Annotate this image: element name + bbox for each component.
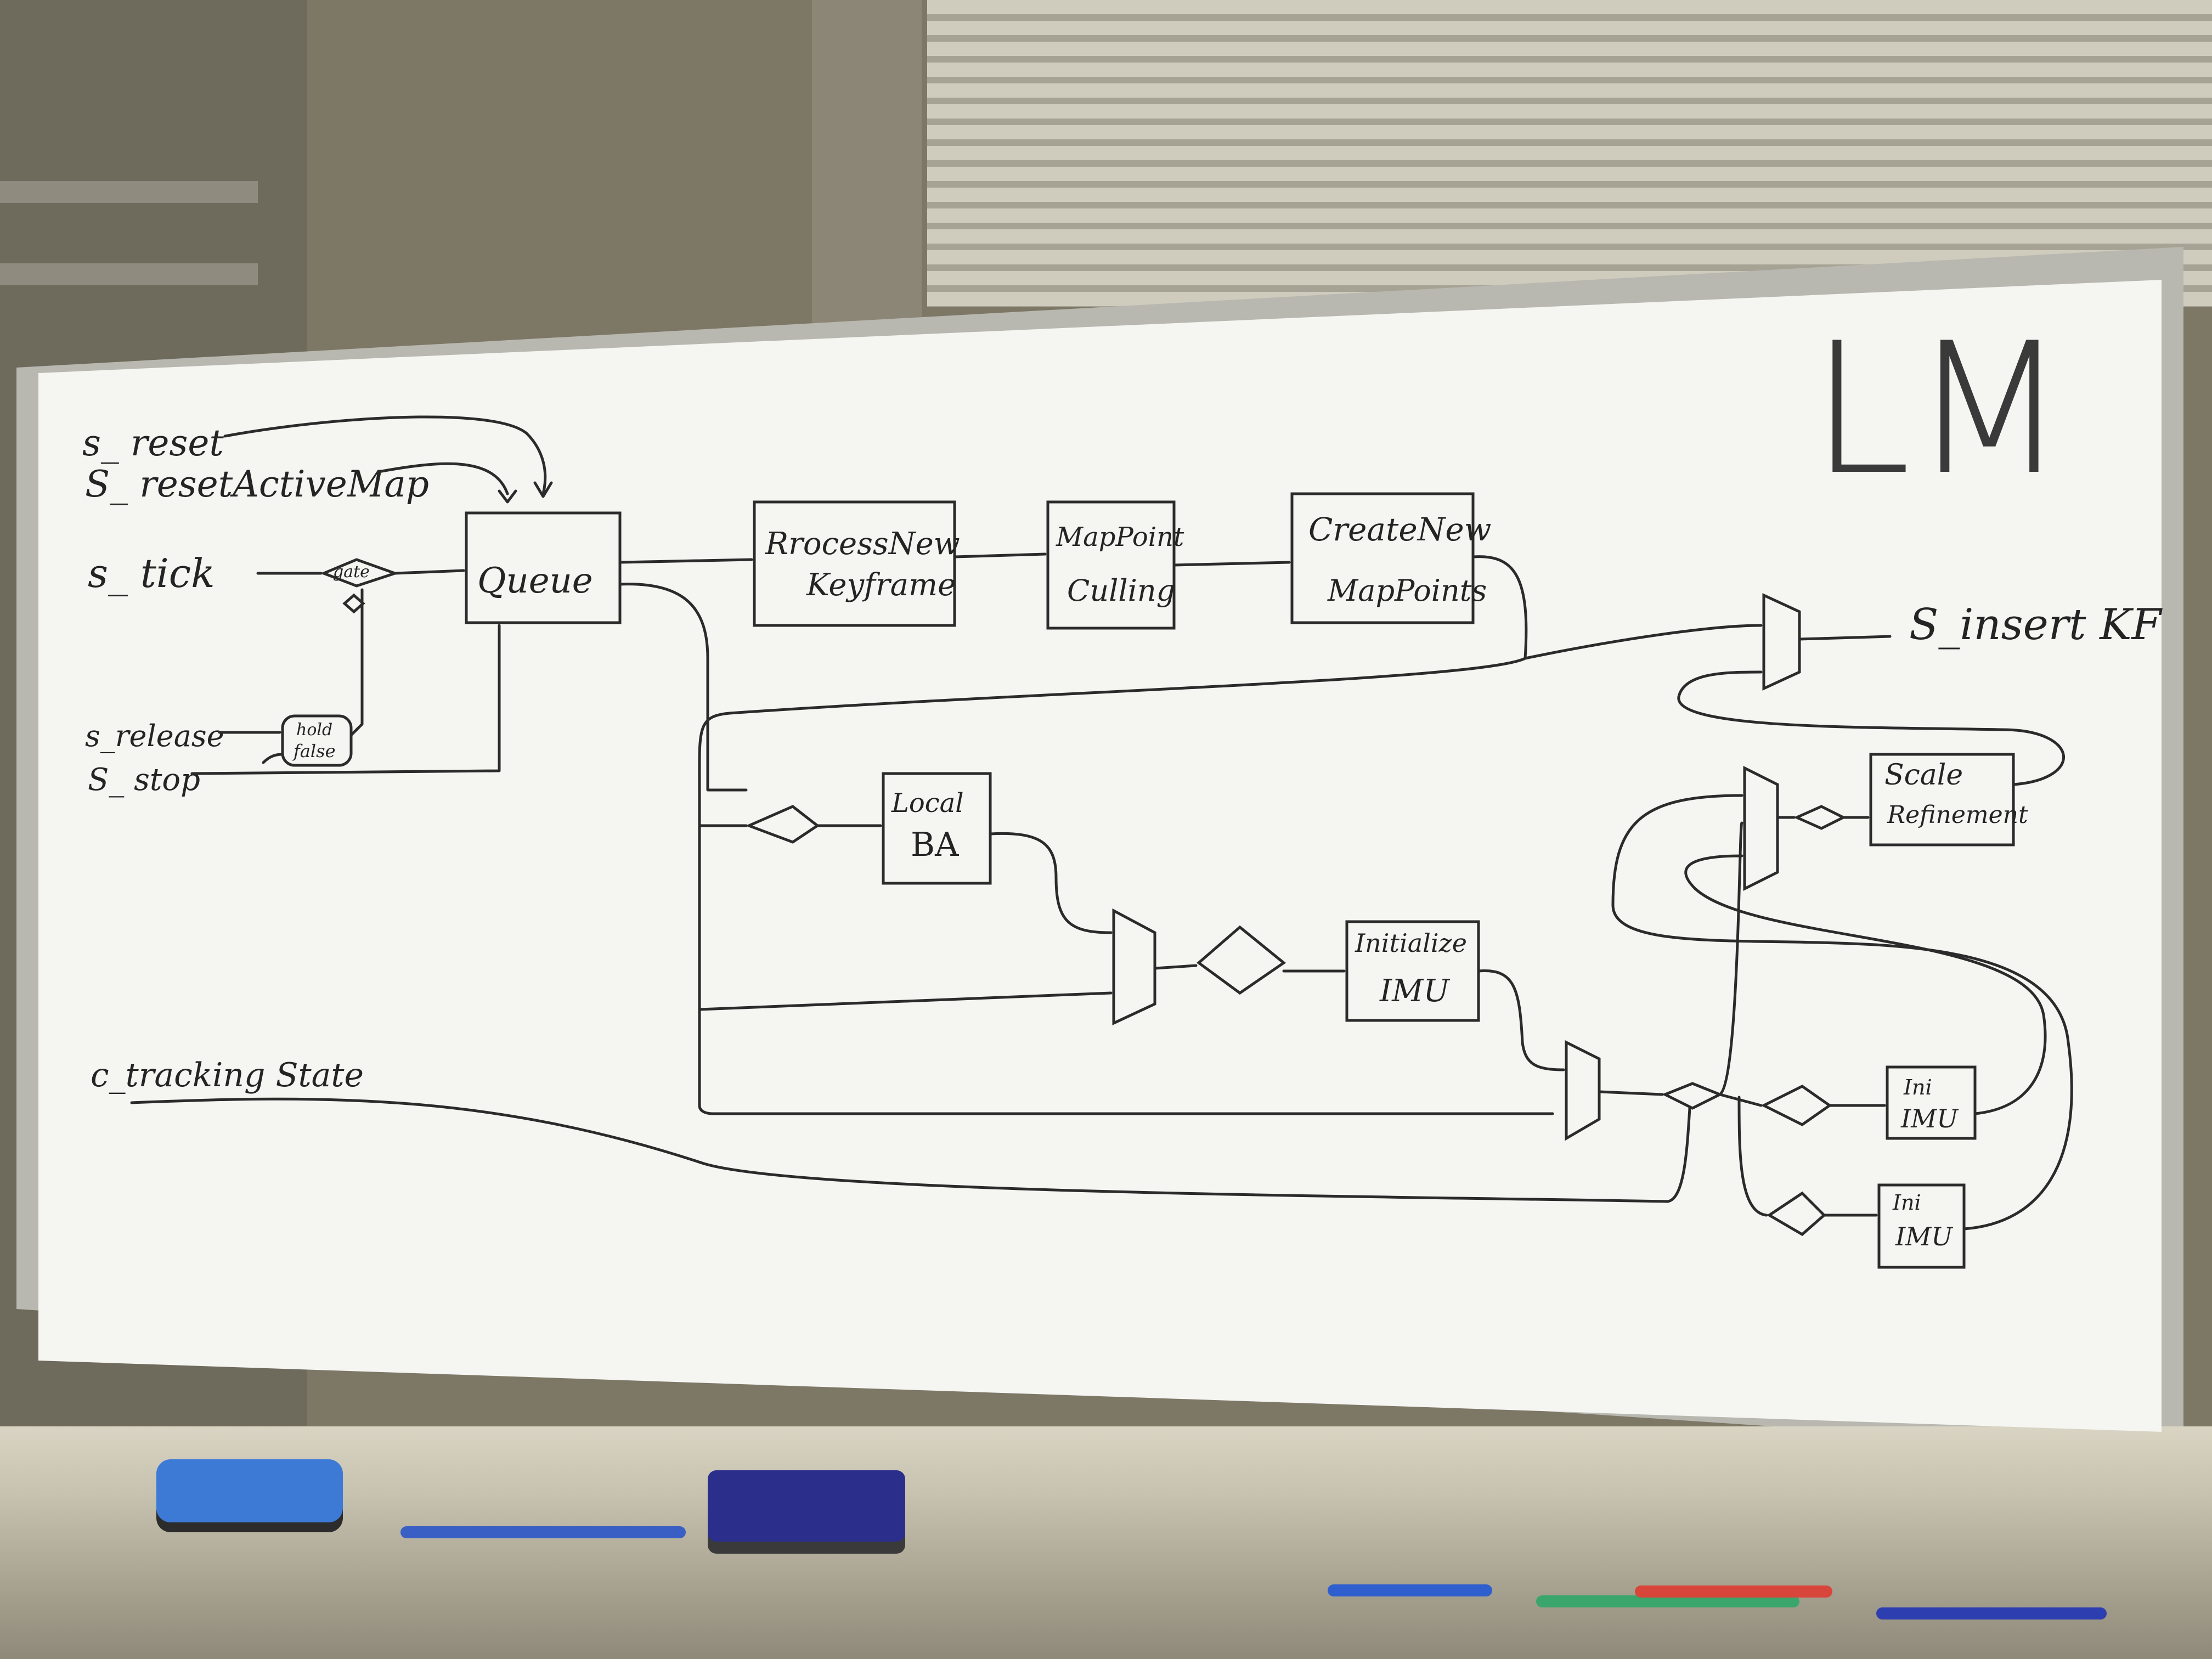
marker <box>1635 1585 1832 1598</box>
culling-block-line2: Culling <box>1067 573 1175 608</box>
whiteboard-surface <box>38 280 2162 1432</box>
hold-label-line1: hold <box>296 720 332 740</box>
ini-imu-a-line2: IMU <box>1900 1104 1959 1133</box>
input-s-reset-active-map: S_ resetActiveMap <box>85 463 429 505</box>
marker <box>400 1526 686 1538</box>
output-s-insert-kf: S_insert KF <box>1909 600 2163 650</box>
local-ba-line1: Local <box>891 788 964 819</box>
culling-block-line1: MapPoint <box>1056 522 1184 552</box>
hold-block <box>281 714 353 767</box>
local-ba-line2: BA <box>911 826 959 864</box>
init-imu-line2: IMU <box>1379 973 1450 1009</box>
process-block-line1: RrocessNew <box>765 526 960 562</box>
ini-imu-block-b <box>1877 1183 1966 1269</box>
marker <box>1328 1584 1492 1596</box>
input-s-tick: s_ tick <box>88 550 215 596</box>
hold-label-line2: false <box>292 741 336 761</box>
process-new-keyframe-block <box>753 500 956 627</box>
eraser-navy <box>708 1470 905 1542</box>
marker <box>1536 1595 1799 1607</box>
queue-label: Queue <box>477 561 593 601</box>
mux-scale <box>1743 765 1779 891</box>
gate-input-diamond <box>342 593 365 614</box>
marker-tray <box>0 1426 2212 1659</box>
queue-block <box>465 511 622 624</box>
gate-label: gate <box>333 562 370 582</box>
mux-local-ba <box>1112 908 1156 1025</box>
ini-imu-b-line1: Ini <box>1892 1190 1921 1215</box>
marker <box>1876 1607 2107 1620</box>
init-imu-line1: Initialize <box>1355 928 1467 958</box>
mux-insert-kf <box>1762 593 1801 691</box>
scale-line2: Refinement <box>1887 801 2028 829</box>
scale-line1: Scale <box>1884 759 1963 792</box>
wires <box>130 415 2073 1231</box>
eraser-blue <box>156 1459 343 1522</box>
scale-refinement-block <box>1869 753 2015 847</box>
input-s-release: s_release <box>85 719 224 753</box>
shelf <box>0 181 258 203</box>
local-ba-block <box>882 772 992 885</box>
ini-imu-a-line1: Ini <box>1903 1075 1932 1099</box>
window-blinds <box>927 0 2212 307</box>
shelf <box>0 263 258 285</box>
ini-imu-block-a <box>1886 1065 1977 1140</box>
create-block-line1: CreateNew <box>1308 511 1491 548</box>
board-title: LM <box>1810 304 2068 515</box>
input-s-reset: s_ reset <box>82 422 224 464</box>
input-c-tracking-state: c_tracking State <box>91 1056 364 1094</box>
decision-diamond-init-imu <box>1196 925 1286 995</box>
process-block-line2: Keyframe <box>806 567 956 603</box>
mux-tracking <box>1565 1040 1601 1141</box>
create-block-line2: MapPoints <box>1327 573 1487 608</box>
input-s-stop: S_ stop <box>88 762 200 798</box>
ini-imu-b-line2: IMU <box>1895 1222 1954 1251</box>
